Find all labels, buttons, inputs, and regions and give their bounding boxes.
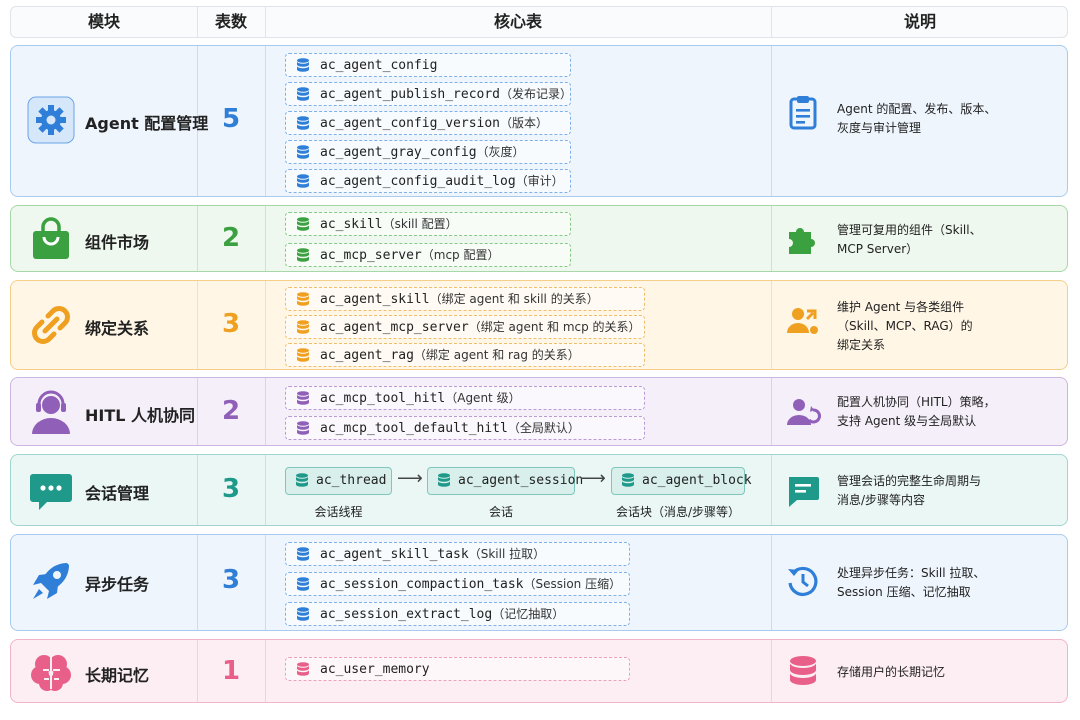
- chat-bubble-icon: [27, 466, 75, 514]
- row-description: 管理可复用的组件（Skill、MCP Server）: [837, 223, 982, 256]
- row-hitl: HITL 人机协同 2 ac_mcp_tool_hitl（Agent 级） ac…: [10, 377, 1068, 446]
- row-description: 管理会话的完整生命周期与消息/步骤等内容: [837, 474, 982, 507]
- history-icon: [785, 563, 821, 599]
- table-count: 5: [221, 104, 241, 134]
- message-icon: [785, 473, 821, 509]
- row-description: 配置人机协同（HITL）策略，支持 Agent 级与全局默认: [837, 395, 996, 428]
- flow-node: ac_agent_session: [427, 467, 583, 495]
- table-pill: ac_mcp_tool_default_hitl（全局默认）: [285, 416, 645, 440]
- row-description: 存储用户的长期记忆: [837, 665, 946, 679]
- flow-caption: 会话: [488, 505, 513, 519]
- database-icon: [296, 607, 310, 622]
- arrow-right-icon: ⟶: [397, 468, 423, 489]
- database-icon: [296, 320, 310, 335]
- flow-node: ac_agent_block: [611, 467, 752, 495]
- module-name: 会话管理: [85, 484, 150, 503]
- table-pill: ac_agent_skill_task（Skill 拉取）: [285, 542, 630, 566]
- database-icon: [296, 87, 310, 102]
- database-icon: [296, 116, 310, 131]
- database-icon: [296, 292, 310, 307]
- module-name: HITL 人机协同: [85, 406, 196, 425]
- table-pill: ac_agent_config: [285, 53, 571, 77]
- table-count: 2: [221, 396, 241, 426]
- database-icon: [296, 662, 310, 677]
- row-description: 处理异步任务：Skill 拉取、Session 压缩、记忆抽取: [837, 566, 986, 599]
- gear-icon: [27, 96, 75, 144]
- row-description: 维护 Agent 与各类组件（Skill、MCP、RAG）的绑定关系: [837, 300, 973, 352]
- database-icon: [295, 473, 309, 488]
- module-name: 异步任务: [85, 575, 150, 594]
- table-pill: ac_user_memory: [285, 657, 630, 681]
- flow-caption: 会话线程: [314, 505, 363, 519]
- header-count: 表数: [214, 12, 247, 31]
- shopping-bag-icon: [27, 215, 75, 263]
- database-icon: [621, 473, 635, 488]
- header-module: 模块: [87, 12, 120, 31]
- database-icon: [296, 248, 310, 263]
- table-pill: ac_agent_skill（绑定 agent 和 skill 的关系）: [285, 287, 645, 311]
- user-share-icon: [785, 303, 821, 339]
- table-pill: ac_agent_rag（绑定 agent 和 rag 的关系）: [285, 343, 645, 367]
- database-icon: [296, 217, 310, 232]
- database-icon: [296, 547, 310, 562]
- row-session: 会话管理 3 ac_thread 会话线程 ⟶ ac_agent_session…: [10, 454, 1068, 526]
- puzzle-icon: [785, 220, 821, 256]
- module-name: Agent 配置管理: [85, 114, 209, 133]
- flow-node: ac_thread: [285, 467, 392, 495]
- table-count: 2: [221, 223, 241, 253]
- row-component-market: 组件市场 2 ac_skill（skill 配置） ac_mcp_server（…: [10, 205, 1068, 272]
- table-pill: ac_session_extract_log（记忆抽取）: [285, 602, 630, 626]
- table-count: 3: [221, 309, 241, 339]
- row-async-task: 异步任务 3 ac_agent_skill_task（Skill 拉取） ac_…: [10, 534, 1068, 631]
- table-pill: ac_mcp_tool_hitl（Agent 级）: [285, 386, 645, 410]
- rocket-icon: [27, 557, 75, 605]
- row-binding: 绑定关系 3 ac_agent_skill（绑定 agent 和 skill 的…: [10, 280, 1068, 370]
- link-icon: [27, 301, 75, 349]
- header-desc: 说明: [903, 12, 936, 31]
- brain-icon: [27, 648, 75, 696]
- row-long-memory: 长期记忆 1 ac_user_memory 存储用户的长期记忆: [10, 639, 1068, 703]
- flow-caption: 会话块（消息/步骤等）: [615, 505, 741, 519]
- table-pill: ac_skill（skill 配置）: [285, 212, 571, 236]
- arrow-right-icon: ⟶: [580, 468, 606, 489]
- table-pill: ac_agent_mcp_server（绑定 agent 和 mcp 的关系）: [285, 315, 645, 339]
- table-pill: ac_agent_publish_record（发布记录）: [285, 82, 572, 106]
- table-count: 3: [221, 565, 241, 595]
- table-count: 3: [221, 474, 241, 504]
- database-icon: [296, 58, 310, 73]
- table-pill: ac_mcp_server（mcp 配置）: [285, 243, 571, 267]
- headset-user-icon: [27, 388, 75, 436]
- database-icon: [296, 174, 310, 189]
- module-name: 绑定关系: [85, 319, 150, 338]
- clipboard-icon: [785, 94, 821, 130]
- user-sync-icon: [785, 394, 821, 430]
- table-pill: ac_session_compaction_task（Session 压缩）: [285, 572, 630, 596]
- table-pill: ac_agent_config_audit_log（审计）: [285, 169, 571, 193]
- database-icon: [296, 421, 310, 436]
- header-tables: 核心表: [493, 12, 542, 31]
- database-icon: [296, 391, 310, 406]
- row-description: Agent 的配置、发布、版本、灰度与审计管理: [837, 102, 997, 135]
- module-name: 长期记忆: [85, 666, 150, 685]
- database-icon: [296, 348, 310, 363]
- table-pill: ac_agent_config_version（版本）: [285, 111, 571, 135]
- table-count: 1: [221, 656, 241, 686]
- database-icon: [437, 473, 451, 488]
- database-icon: [785, 654, 821, 690]
- database-icon: [296, 577, 310, 592]
- table-pill: ac_agent_gray_config（灰度）: [285, 140, 571, 164]
- table-header: 模块 表数 核心表 说明: [10, 6, 1068, 38]
- row-agent-config: Agent 配置管理 5 ac_agent_config ac_agent_pu…: [10, 45, 1068, 197]
- database-icon: [296, 145, 310, 160]
- module-name: 组件市场: [85, 233, 150, 252]
